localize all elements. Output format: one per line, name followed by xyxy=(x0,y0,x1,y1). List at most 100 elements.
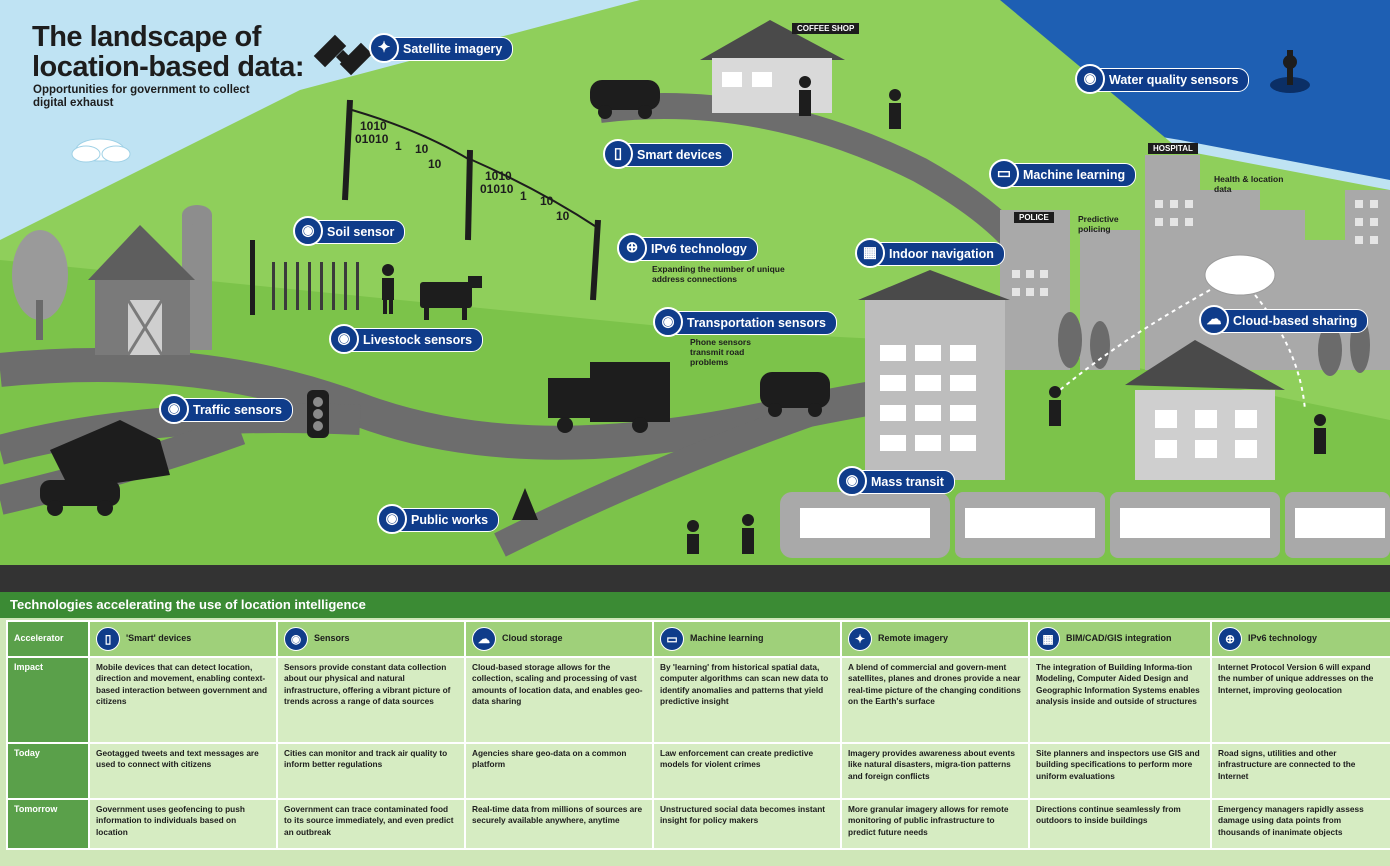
col-header-ipv6: ⊕ IPv6 technology xyxy=(1210,620,1390,658)
binary-b1: 1010 xyxy=(485,169,512,183)
cow xyxy=(420,276,482,320)
table-row-tomorrow: Tomorrow Government uses geofencing to p… xyxy=(6,798,1390,850)
office-building xyxy=(858,270,1010,480)
label-livestock-text: Livestock sensors xyxy=(363,333,473,347)
label-livestock-sensors: ◉Livestock sensors xyxy=(329,324,484,354)
label-indoor-text: Indoor navigation xyxy=(889,247,994,261)
sensor-icon: ◉ xyxy=(377,504,407,534)
antenna-graphic xyxy=(250,240,255,315)
ipv6-note: Expanding the number of unique address c… xyxy=(652,264,785,284)
monitor-icon: ▭ xyxy=(660,627,684,651)
table-cell: Directions continue seamlessly from outd… xyxy=(1028,798,1212,850)
binary-a3: 1 xyxy=(395,139,402,153)
landscape-scene: 1010 01010 1 10 10 1010 01010 1 10 10 xyxy=(0,0,1390,592)
col-header-text: 'Smart' devices xyxy=(126,633,192,644)
phone-icon: ▯ xyxy=(96,627,120,651)
transport-note: Phone sensors transmit road problems xyxy=(690,337,751,367)
traffic-light-graphic xyxy=(307,390,329,438)
page-title: The landscape of location-based data: xyxy=(32,21,305,83)
sensor-icon: ◉ xyxy=(284,627,308,651)
table-cell: Real-time data from millions of sources … xyxy=(464,798,654,850)
city-windows xyxy=(1012,200,1378,296)
table-cell: Cities can monitor and track air quality… xyxy=(276,742,466,800)
table-cell: Agencies share geo-data on a common plat… xyxy=(464,742,654,800)
road-branch xyxy=(494,397,825,557)
table-cell: Emergency managers rapidly assess damage… xyxy=(1210,798,1390,850)
col-header-text: Cloud storage xyxy=(502,633,563,644)
col-header-text: Sensors xyxy=(314,633,350,644)
table-cell: Mobile devices that can detect location,… xyxy=(88,656,278,744)
cloud-sharing-graphic xyxy=(1059,254,1306,411)
binary-a2: 01010 xyxy=(355,132,389,146)
label-traffic-text: Traffic sensors xyxy=(193,403,282,417)
sensor-icon: ◉ xyxy=(159,394,189,424)
label-transport-text: Transportation sensors xyxy=(687,316,826,330)
cloud-icon: ☁ xyxy=(1199,305,1229,335)
row-label-tomorrow: Tomorrow xyxy=(6,798,90,850)
cloud-icon: ☁ xyxy=(472,627,496,651)
table-cell: Internet Protocol Version 6 will expand … xyxy=(1210,656,1390,744)
table-row-today: Today Geotagged tweets and text messages… xyxy=(6,742,1390,800)
table-cell: Law enforcement can create predictive mo… xyxy=(652,742,842,800)
binary-a1: 1010 xyxy=(360,119,387,133)
crops xyxy=(272,262,359,310)
col-header-bim-cad-gis: ▦BIM/CAD/GIS integration xyxy=(1028,620,1212,658)
col-header-text: Remote imagery xyxy=(878,633,949,644)
row-label-impact: Impact xyxy=(6,656,90,744)
title-line-1: The landscape of xyxy=(32,21,261,53)
table-cell: Site planners and inspectors use GIS and… xyxy=(1028,742,1212,800)
building-icon: ▦ xyxy=(1036,627,1060,651)
police-tag: POLICE xyxy=(1014,212,1054,223)
binary-a4: 10 xyxy=(415,142,429,156)
table-cell: More granular imagery allows for remote … xyxy=(840,798,1030,850)
farmer xyxy=(382,264,394,314)
city-skyline xyxy=(1000,155,1390,370)
train xyxy=(780,492,1390,558)
label-mass-transit-text: Mass transit xyxy=(871,475,944,489)
label-ipv6-text: IPv6 technology xyxy=(651,242,747,256)
utility-poles xyxy=(342,99,601,301)
globe-icon: ⊕ xyxy=(1218,627,1242,651)
label-machine-learning: ▭ Machine learning xyxy=(989,159,1137,189)
label-transportation-sensors: ◉ Transportation sensors xyxy=(653,307,837,337)
col-header-sensors: ◉ Sensors xyxy=(276,620,466,658)
table-cell: Government uses geofencing to push infor… xyxy=(88,798,278,850)
house-right xyxy=(1125,340,1285,480)
row-label-today: Today xyxy=(6,742,90,800)
label-satellite-text: Satellite imagery xyxy=(403,42,503,56)
label-ml-text: Machine learning xyxy=(1023,168,1126,182)
satellite-graphic xyxy=(313,34,373,76)
label-indoor-navigation: ▦ Indoor navigation xyxy=(855,238,1005,268)
label-smart-devices-text: Smart devices xyxy=(637,148,722,162)
phone-icon: ▯ xyxy=(603,139,633,169)
road-top xyxy=(598,93,1041,268)
col-header-text: Machine learning xyxy=(690,633,764,644)
table-cell: By 'learning' from historical spatial da… xyxy=(652,656,842,744)
people xyxy=(687,76,1326,554)
label-smart-devices: ▯ Smart devices xyxy=(603,139,733,169)
binary-a5: 10 xyxy=(428,157,442,171)
building-icon: ▦ xyxy=(855,238,885,268)
satellite-icon: ✦ xyxy=(369,33,399,63)
vehicles xyxy=(40,80,830,516)
title-line-2: location-based data: xyxy=(32,51,305,83)
table-cell: Road signs, utilities and other infrastr… xyxy=(1210,742,1390,800)
label-satellite-imagery: ✦ Satellite imagery xyxy=(369,33,514,63)
cloud-decoration xyxy=(71,138,131,163)
scene-illustration: 1010 01010 1 10 10 1010 01010 1 10 10 xyxy=(0,0,1390,592)
sensor-icon: ◉ xyxy=(837,466,867,496)
col-header-text: IPv6 technology xyxy=(1248,633,1318,644)
sensor-icon: ◉ xyxy=(653,307,683,337)
monitor-icon: ▭ xyxy=(989,159,1019,189)
predictive-policing-note: Predictive policing xyxy=(1078,214,1119,234)
road-left xyxy=(0,403,361,465)
label-water-quality: ◉Water quality sensors xyxy=(1075,64,1250,94)
globe-icon: ⊕ xyxy=(617,233,647,263)
water-sensor-graphic xyxy=(1270,50,1310,93)
row-label-accelerator: Accelerator xyxy=(6,620,90,658)
label-mass-transit: ◉ Mass transit xyxy=(837,466,955,496)
binary-b2: 01010 xyxy=(480,182,514,196)
table-cell: The integration of Building Informa-tion… xyxy=(1028,656,1212,744)
table-cell: Sensors provide constant data collection… xyxy=(276,656,466,744)
